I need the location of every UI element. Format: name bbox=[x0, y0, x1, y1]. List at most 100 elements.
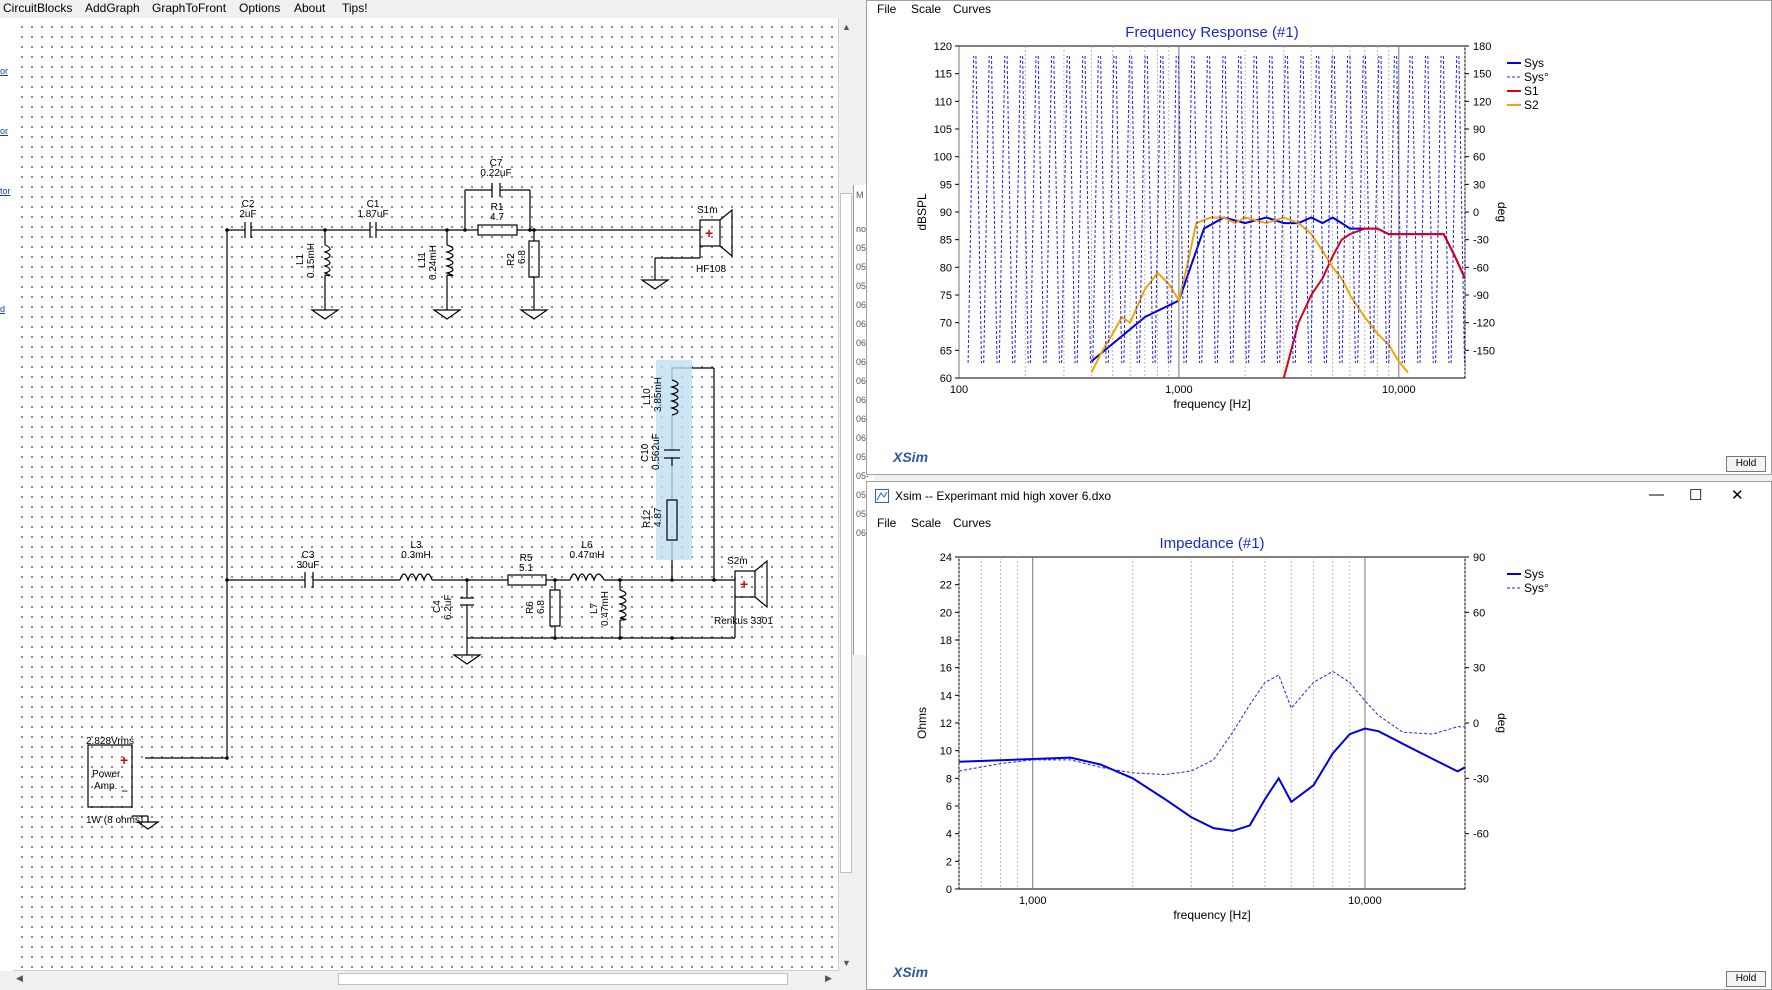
label-r12: R12 bbox=[642, 509, 653, 528]
strip-label[interactable]: or bbox=[0, 126, 9, 136]
scroll-up-icon[interactable]: ▲ bbox=[842, 22, 851, 32]
menu-tips[interactable]: Tips! bbox=[342, 1, 368, 15]
x-axis-label: frequency [Hz] bbox=[1173, 397, 1250, 411]
y2-tick-label: 90 bbox=[1473, 124, 1485, 136]
x-axis-label: frequency [Hz] bbox=[1173, 908, 1250, 922]
vertical-scroll-thumb[interactable] bbox=[840, 193, 852, 873]
amp-label-1: Power bbox=[92, 769, 121, 780]
close-icon[interactable]: ✕ bbox=[1731, 487, 1744, 504]
menu-scale[interactable]: Scale bbox=[911, 2, 942, 16]
value-c3: 30uF bbox=[297, 560, 320, 571]
series-line-sys-phase bbox=[959, 670, 1465, 776]
y2-tick-label: 60 bbox=[1473, 607, 1485, 619]
menu-curves[interactable]: Curves bbox=[953, 2, 992, 16]
menu-addgraph[interactable]: AddGraph bbox=[85, 1, 140, 15]
background-window-text: 06- bbox=[856, 357, 870, 367]
y-tick-label: 18 bbox=[940, 635, 952, 647]
label-c1: C1 bbox=[367, 199, 380, 210]
horizontal-scroll-thumb[interactable] bbox=[338, 973, 788, 985]
impedance-titlebar[interactable]: Xsim -- Experimant mid high xover 6.dxo … bbox=[867, 482, 1771, 510]
xsim-logo: XSim bbox=[893, 449, 929, 465]
y-tick-label: 110 bbox=[934, 96, 952, 108]
y2-tick-label: -30 bbox=[1473, 773, 1489, 785]
y-tick-label: 22 bbox=[940, 580, 952, 592]
svg-text:−: − bbox=[121, 784, 128, 798]
impedance-window[interactable]: Xsim -- Experimant mid high xover 6.dxo … bbox=[866, 481, 1772, 990]
y-tick-label: 105 bbox=[934, 124, 952, 136]
schematic-vertical-scrollbar[interactable]: ▲ ▼ bbox=[838, 18, 854, 971]
y2-axis-label: deg bbox=[1495, 202, 1509, 222]
background-window-text: 06- bbox=[856, 376, 870, 386]
y-tick-label: 75 bbox=[940, 290, 952, 302]
value-r12: 4.87 bbox=[653, 507, 664, 527]
x-tick-label: 10,000 bbox=[1382, 384, 1416, 396]
amp-load: 1W (8 ohms) bbox=[86, 815, 143, 826]
legend-entry: Sys° bbox=[1524, 70, 1549, 84]
x-tick-label: 1,000 bbox=[1019, 895, 1047, 907]
background-window-text: 06- bbox=[856, 528, 870, 538]
chart-title: Impedance (#1) bbox=[1159, 535, 1264, 552]
xsim-logo: XSim bbox=[893, 964, 929, 980]
amp-voltage: 2.828Vrms bbox=[86, 736, 134, 747]
y2-tick-label: -150 bbox=[1473, 345, 1495, 357]
background-window-text: 05- bbox=[856, 281, 870, 291]
menu-file[interactable]: File bbox=[877, 516, 897, 530]
scroll-right-icon[interactable]: ▶ bbox=[825, 973, 832, 983]
y-axis-label: Ohms bbox=[915, 707, 929, 739]
menu-about[interactable]: About bbox=[294, 1, 326, 15]
label-c7: C7 bbox=[490, 158, 503, 169]
schematic-horizontal-scrollbar[interactable]: ◀ ▶ bbox=[13, 970, 838, 988]
value-r6: 6.8 bbox=[536, 600, 547, 614]
background-window-text: 06- bbox=[856, 395, 870, 405]
hold-button[interactable]: Hold bbox=[1726, 456, 1766, 472]
legend-entry: S2 bbox=[1524, 98, 1539, 112]
x-tick-label: 10,000 bbox=[1348, 895, 1382, 907]
background-window-text: 05- bbox=[856, 262, 870, 272]
menu-file[interactable]: File bbox=[877, 2, 897, 16]
background-window-text: 06- bbox=[856, 414, 870, 424]
y-tick-label: 90 bbox=[940, 207, 952, 219]
value-r5: 5.1 bbox=[519, 563, 533, 574]
maximize-icon[interactable]: ☐ bbox=[1689, 487, 1703, 504]
chart-title: Frequency Response (#1) bbox=[1125, 24, 1298, 41]
svg-text:+: + bbox=[120, 752, 128, 768]
y-tick-label: 12 bbox=[940, 718, 952, 730]
minimize-icon[interactable]: — bbox=[1649, 486, 1664, 503]
menu-scale[interactable]: Scale bbox=[911, 516, 942, 530]
strip-label[interactable]: d bbox=[0, 304, 6, 314]
background-window-text: 05- bbox=[856, 490, 870, 500]
y-tick-label: 16 bbox=[940, 663, 952, 675]
value-l7: 0.47mH bbox=[600, 591, 611, 626]
background-window-text: 05- bbox=[856, 243, 870, 253]
y-tick-label: 14 bbox=[940, 690, 952, 702]
strip-label[interactable]: or bbox=[0, 66, 9, 76]
value-c4: 6.2uF bbox=[443, 594, 454, 620]
frequency-response-chart[interactable]: 6065707580859095100105110115120-150-120-… bbox=[867, 21, 1771, 451]
scroll-left-icon[interactable]: ◀ bbox=[16, 973, 23, 983]
menu-options[interactable]: Options bbox=[239, 1, 281, 15]
menu-circuitblocks[interactable]: CircuitBlocks bbox=[3, 1, 73, 15]
y2-tick-label: -90 bbox=[1473, 290, 1489, 302]
value-l11: 0.24mH bbox=[428, 245, 439, 280]
label-c10: C10 bbox=[640, 443, 651, 462]
label-l3: L3 bbox=[410, 540, 422, 551]
x-tick-label: 100 bbox=[950, 384, 968, 396]
hold-button[interactable]: Hold bbox=[1726, 971, 1766, 987]
label-c3: C3 bbox=[302, 550, 315, 561]
y2-tick-label: 0 bbox=[1473, 718, 1479, 730]
value-r2: 6.8 bbox=[517, 250, 528, 264]
menu-curves[interactable]: Curves bbox=[953, 516, 992, 530]
legend-entry: S1 bbox=[1524, 84, 1539, 98]
y-tick-label: 80 bbox=[940, 262, 952, 274]
menu-graphtofront[interactable]: GraphToFront bbox=[152, 1, 227, 15]
y2-tick-label: 150 bbox=[1473, 69, 1491, 81]
left-toolbox-strip: or or tor d bbox=[0, 18, 14, 971]
value-r1: 4.7 bbox=[490, 212, 504, 223]
scroll-down-icon[interactable]: ▼ bbox=[842, 958, 851, 968]
schematic-canvas[interactable]: + + + − C2 2uF C1 1.87uF C7 0.22uF R1 4.… bbox=[13, 18, 838, 971]
amp-label-2: Amp. bbox=[94, 781, 117, 792]
background-window-text: 06- bbox=[856, 300, 870, 310]
strip-label[interactable]: tor bbox=[0, 186, 11, 196]
